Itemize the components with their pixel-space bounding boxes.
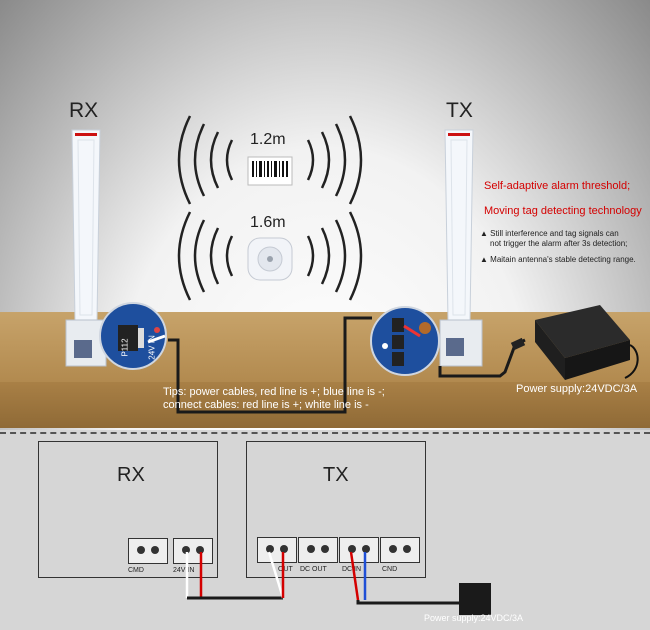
tx-terminal-dc-in [339,537,379,563]
divider-dashed [0,432,650,434]
note-1: ▲ Still interference and tag signals can… [480,229,627,249]
terminal-screw-icon [348,545,356,553]
rx-terminal-label-24v: 24V IN [173,567,195,574]
terminal-screw-icon [151,546,159,554]
tx-terminal-label-cnd: CND [382,566,398,573]
tx-antenna [439,129,483,367]
signal-waves-1 [177,115,363,205]
tx-terminal-dc-out [298,537,338,563]
terminal-screw-icon [266,545,274,553]
note-1-line-2: not trigger the alarm after 3s detection… [490,239,628,248]
tx-terminal-label-dc-in: DC IN [342,566,362,573]
hard-tag [247,237,293,281]
signal-waves-2 [177,211,363,301]
terminal-screw-icon [307,545,315,553]
red-wire-power [349,551,360,601]
triangle-bullet-icon: ▲ [480,255,488,264]
terminal-screw-icon [137,546,145,554]
rx-antenna [65,129,107,367]
note-1-line-1: Still interference and tag signals can [490,229,619,238]
terminal-screw-icon [196,546,204,554]
white-wire-tx [267,551,285,599]
note-2-text: Maitain antenna's stable detecting range… [490,255,636,264]
terminal-screw-icon [182,546,190,554]
power-adapter [510,305,639,380]
terminal-screw-icon [389,545,397,553]
terminal-screw-icon [321,545,329,553]
tx-board-zoom [370,306,440,376]
power-adapter-icon [459,583,491,615]
rx-terminal-cmd [128,538,168,564]
rx-antenna-label: RX [69,99,99,122]
wiring-lines [185,551,491,615]
tx-antenna-label: TX [446,99,473,122]
tx-terminal-label-out: OUT [278,566,293,573]
feature-text-1: Self-adaptive alarm threshold; [484,180,631,192]
tips-line-1: Tips: power cables, red line is +; blue … [163,386,385,398]
terminal-screw-icon [403,545,411,553]
note-2: ▲ Maitain antenna's stable detecting ran… [480,255,636,265]
connect-cable [168,316,372,414]
power-supply-label-top: Power supply:24VDC/3A [516,383,638,395]
distance-label-1: 1.2m [250,131,286,148]
table-edge [0,382,650,428]
power-supply-label-bottom: Power supply:24VDC/3A [424,613,524,623]
feature-text-2: Moving tag detecting technology [484,205,642,217]
rx-board-zoom [99,302,167,370]
rx-board-text-1: P112 [120,338,130,357]
tx-terminal-cnd [380,537,420,563]
terminal-screw-icon [362,545,370,553]
rx-terminal-24v-in [173,538,213,564]
rx-terminal-label-cmd: CMD [128,567,144,574]
tx-terminal-label-dc-out: DC OUT [300,566,327,573]
triangle-bullet-icon: ▲ [480,229,488,238]
tips-line-2: connect cables: red line is +; white lin… [163,399,369,411]
wiring-tips: Tips: power cables, red line is +; blue … [163,386,385,412]
power-cable-bottom [356,600,460,605]
rx-unit-title: RX [117,464,145,486]
tx-terminal-out [257,537,297,563]
distance-label-2: 1.6m [250,214,286,231]
barcode-tag [247,156,293,186]
tx-unit-title: TX [323,464,349,486]
scene-graphics [65,115,639,414]
rx-board-text-2: 24V IN [147,335,157,360]
terminal-screw-icon [280,545,288,553]
